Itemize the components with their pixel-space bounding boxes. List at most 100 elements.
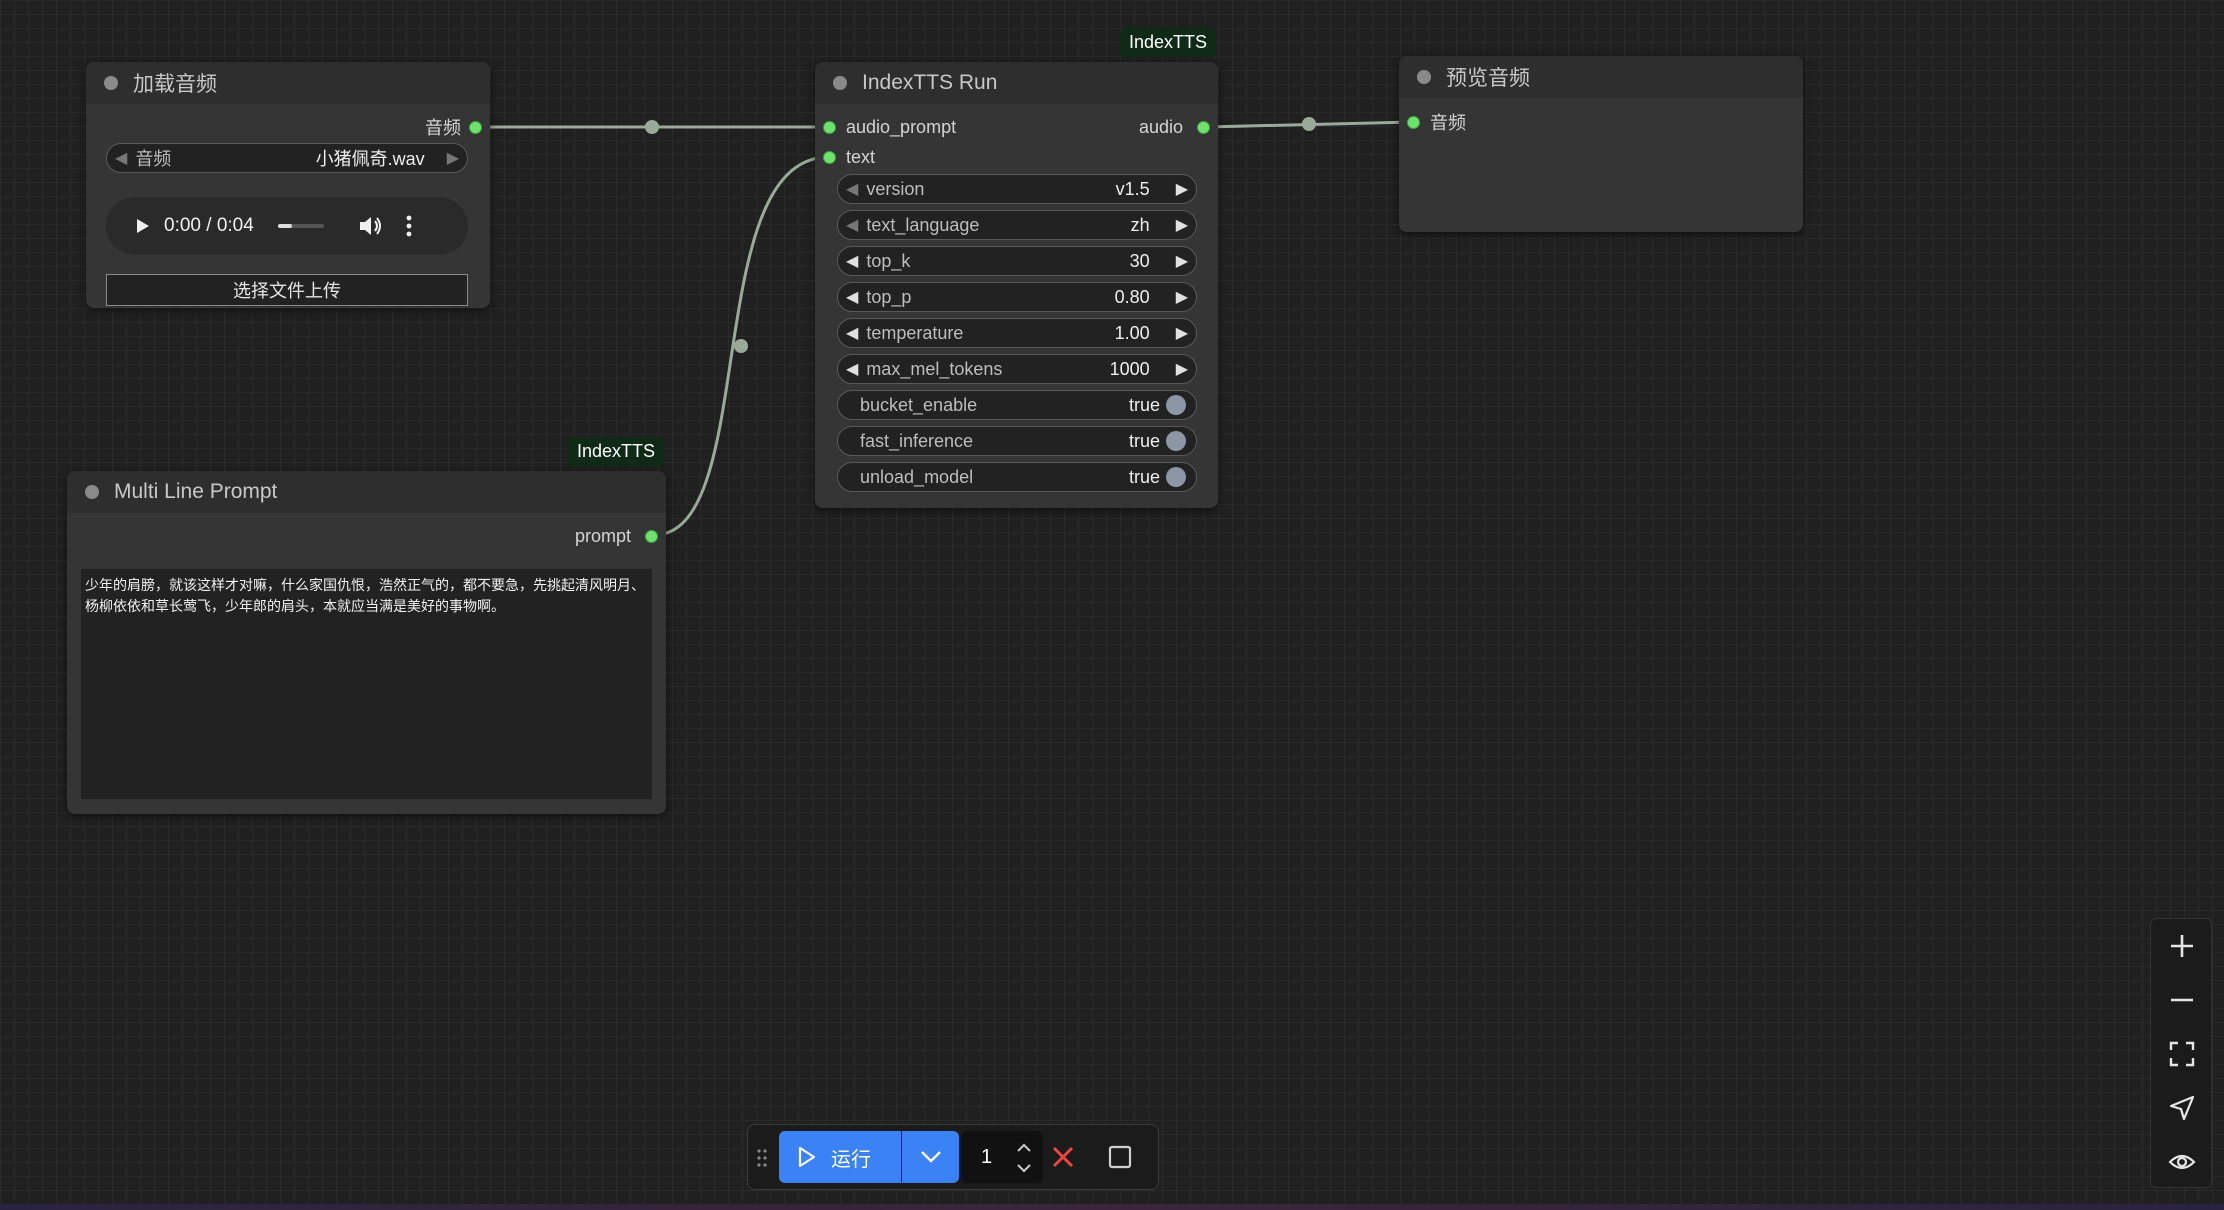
widget-label: top_k bbox=[866, 250, 911, 271]
node-title: 预览音频 bbox=[1446, 67, 1530, 90]
max-mel-tokens-number[interactable]: ◀ max_mel_tokens 1000 ▶ bbox=[837, 354, 1197, 384]
widget-value: 1000 bbox=[1109, 358, 1150, 379]
output-port-prompt[interactable]: prompt bbox=[575, 523, 658, 549]
increment-arrow-icon[interactable]: ▶ bbox=[446, 150, 459, 167]
unload-model-toggle[interactable]: unload_model true bbox=[837, 462, 1197, 492]
toggle-value: true bbox=[1128, 394, 1160, 415]
volume-icon[interactable] bbox=[358, 215, 384, 237]
toggle-links-button[interactable] bbox=[2151, 1139, 2213, 1185]
toggle-knob-icon[interactable] bbox=[1166, 431, 1186, 451]
widget-value: zh bbox=[1130, 214, 1150, 235]
top-p-number[interactable]: ◀ top_p 0.80 ▶ bbox=[837, 282, 1197, 312]
run-button[interactable]: 运行 bbox=[779, 1131, 901, 1183]
decrement-arrow-icon[interactable]: ◀ bbox=[846, 289, 859, 306]
run-label: 运行 bbox=[831, 1148, 871, 1171]
decrement-arrow-icon[interactable]: ◀ bbox=[846, 253, 859, 270]
output-port-audio[interactable]: audio bbox=[1139, 114, 1210, 140]
port-dot-icon[interactable] bbox=[469, 120, 482, 134]
player-time: 0:00 / 0:04 bbox=[164, 215, 254, 236]
toggle-knob-icon[interactable] bbox=[1166, 467, 1186, 487]
node-badge: IndexTTS bbox=[568, 437, 665, 466]
audio-player[interactable]: 0:00 / 0:04 bbox=[106, 197, 468, 255]
link-midpoint bbox=[645, 120, 659, 134]
run-mode-dropdown[interactable] bbox=[902, 1131, 959, 1183]
version-combo[interactable]: ◀ version v1.5 ▶ bbox=[837, 174, 1197, 204]
more-icon[interactable] bbox=[406, 215, 412, 237]
port-dot-icon[interactable] bbox=[645, 529, 658, 543]
zoom-out-button[interactable] bbox=[2151, 977, 2213, 1023]
decrement-arrow-icon[interactable]: ◀ bbox=[846, 361, 859, 378]
temperature-number[interactable]: ◀ temperature 1.00 ▶ bbox=[837, 318, 1197, 348]
pointer-mode-button[interactable] bbox=[2151, 1085, 2213, 1131]
bottom-edge-strip bbox=[0, 1204, 2224, 1210]
node-header[interactable]: 加载音频 bbox=[86, 62, 490, 104]
bucket-enable-toggle[interactable]: bucket_enable true bbox=[837, 390, 1197, 420]
plus-icon bbox=[2171, 935, 2193, 957]
input-port-audio[interactable]: 音频 bbox=[1407, 109, 1466, 135]
input-port-audio-prompt[interactable]: audio_prompt bbox=[823, 114, 956, 140]
toggle-label: bucket_enable bbox=[860, 394, 978, 415]
increment-arrow-icon[interactable]: ▶ bbox=[1175, 361, 1188, 378]
port-dot-icon[interactable] bbox=[1197, 120, 1210, 134]
widget-label: top_p bbox=[866, 286, 912, 307]
widget-label: version bbox=[866, 178, 925, 199]
node-header[interactable]: 预览音频 bbox=[1399, 56, 1803, 98]
fit-view-button[interactable] bbox=[2151, 1031, 2213, 1077]
multi-line-prompt-node[interactable]: Multi Line Prompt prompt 少年的肩膀，就该这样才对嘛，什… bbox=[67, 471, 666, 814]
node-title: 加载音频 bbox=[133, 73, 217, 96]
chevron-up-icon[interactable] bbox=[1016, 1143, 1032, 1153]
increment-arrow-icon[interactable]: ▶ bbox=[1175, 325, 1188, 342]
prompt-textarea[interactable]: 少年的肩膀，就该这样才对嘛，什么家国仇恨，浩然正气的，都不要急，先挑起清风明月、… bbox=[81, 569, 652, 799]
node-header[interactable]: IndexTTS Run bbox=[815, 62, 1218, 104]
increment-arrow-icon[interactable]: ▶ bbox=[1175, 217, 1188, 234]
queue-count-stepper[interactable]: 1 bbox=[961, 1131, 1043, 1183]
text-language-combo[interactable]: ◀ text_language zh ▶ bbox=[837, 210, 1197, 240]
audio-file-combo[interactable]: ◀ 音频 小猪佩奇.wav ▶ bbox=[106, 143, 468, 173]
decrement-arrow-icon[interactable]: ◀ bbox=[846, 325, 859, 342]
preview-audio-node[interactable]: 预览音频 音频 bbox=[1399, 56, 1803, 232]
collapse-dot-icon[interactable] bbox=[104, 76, 118, 90]
collapse-dot-icon[interactable] bbox=[833, 76, 847, 90]
decrement-arrow-icon[interactable]: ◀ bbox=[115, 150, 128, 167]
collapse-dot-icon[interactable] bbox=[1417, 70, 1431, 84]
port-label: 音频 bbox=[425, 118, 461, 138]
toggle-label: unload_model bbox=[860, 466, 974, 487]
top-k-number[interactable]: ◀ top_k 30 ▶ bbox=[837, 246, 1197, 276]
increment-arrow-icon[interactable]: ▶ bbox=[1175, 253, 1188, 270]
port-dot-icon[interactable] bbox=[823, 120, 836, 134]
collapse-dot-icon[interactable] bbox=[85, 485, 99, 499]
increment-arrow-icon[interactable]: ▶ bbox=[1175, 289, 1188, 306]
load-audio-node[interactable]: 加载音频 音频 ◀ 音频 小猪佩奇.wav ▶ 0:00 / 0:04 选择文件… bbox=[86, 62, 490, 308]
port-label: text bbox=[846, 146, 876, 167]
decrement-arrow-icon[interactable]: ◀ bbox=[846, 217, 859, 234]
upload-button[interactable]: 选择文件上传 bbox=[106, 274, 468, 306]
link-audio-to-preview bbox=[1205, 120, 1414, 129]
widget-label: text_language bbox=[866, 214, 980, 235]
port-dot-icon[interactable] bbox=[823, 150, 836, 164]
output-port-audio[interactable]: 音频 bbox=[425, 114, 482, 140]
drag-handle-icon[interactable] bbox=[756, 1148, 768, 1168]
node-header[interactable]: Multi Line Prompt bbox=[67, 471, 666, 513]
upload-label: 选择文件上传 bbox=[233, 281, 341, 301]
decrement-arrow-icon[interactable]: ◀ bbox=[846, 181, 859, 198]
eye-icon bbox=[2168, 1154, 2196, 1170]
chevron-down-icon[interactable] bbox=[1016, 1163, 1032, 1173]
port-label: prompt bbox=[574, 525, 631, 546]
increment-arrow-icon[interactable]: ▶ bbox=[1175, 181, 1188, 198]
seek-bar[interactable] bbox=[277, 224, 324, 228]
zoom-in-button[interactable] bbox=[2151, 923, 2213, 969]
fast-inference-toggle[interactable]: fast_inference true bbox=[837, 426, 1197, 456]
play-icon bbox=[798, 1146, 816, 1168]
port-label: 音频 bbox=[1430, 113, 1466, 133]
input-port-text[interactable]: text bbox=[823, 144, 875, 170]
port-dot-icon[interactable] bbox=[1407, 115, 1420, 129]
link-midpoint bbox=[1302, 117, 1316, 131]
indextts-run-node[interactable]: IndexTTS Run audio_prompt text audio ◀ v… bbox=[815, 62, 1218, 508]
play-icon[interactable] bbox=[132, 216, 152, 236]
stop-icon[interactable] bbox=[1108, 1145, 1132, 1169]
close-icon[interactable] bbox=[1051, 1145, 1075, 1169]
widget-label: temperature bbox=[866, 322, 964, 343]
toggle-value: true bbox=[1128, 466, 1160, 487]
toggle-knob-icon[interactable] bbox=[1166, 395, 1186, 415]
